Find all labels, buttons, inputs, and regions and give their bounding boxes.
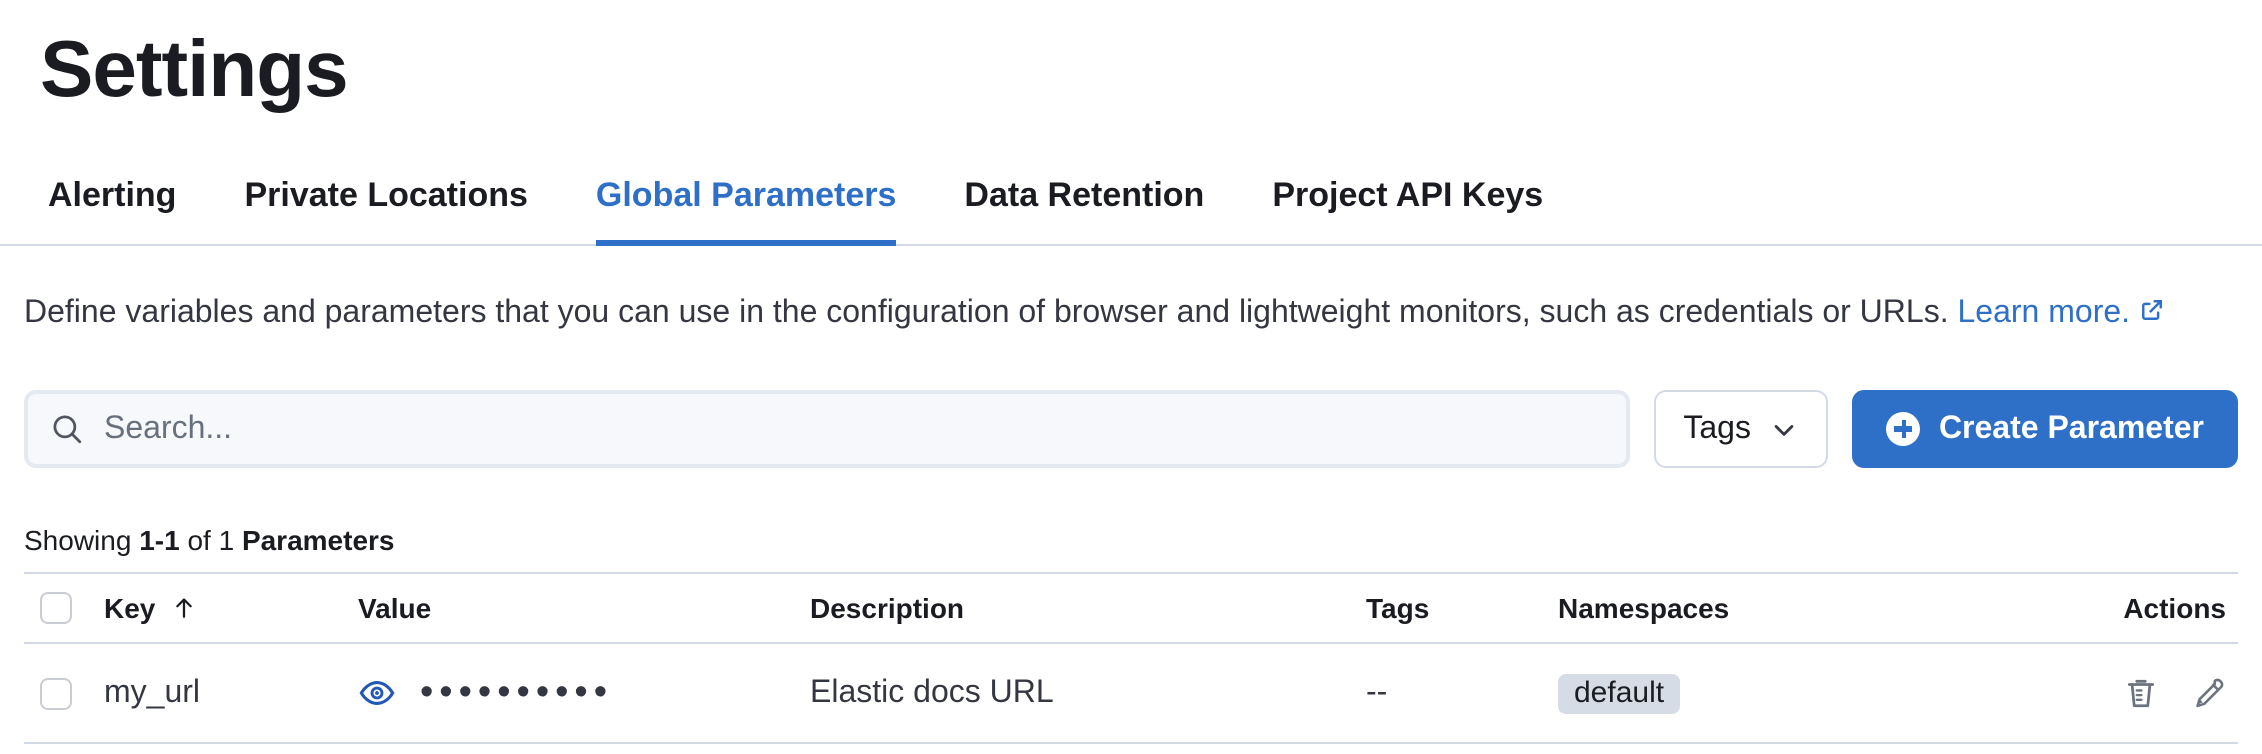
tab-alerting[interactable]: Alerting <box>48 176 177 214</box>
param-tags: -- <box>1366 675 1388 709</box>
delete-icon[interactable] <box>2124 676 2158 710</box>
masked-value: •••••••••• <box>420 672 614 714</box>
eye-icon[interactable] <box>358 674 396 712</box>
tab-project-api-keys[interactable]: Project API Keys <box>1272 176 1544 214</box>
page-header: Settings <box>0 0 2262 120</box>
page-title: Settings <box>40 26 349 114</box>
column-header-key[interactable]: Key <box>104 592 197 624</box>
search-input[interactable] <box>104 411 1604 447</box>
settings-tabs: Alerting Private Locations Global Parame… <box>0 164 2262 246</box>
summary-range: 1-1 <box>139 524 180 556</box>
search-box[interactable] <box>24 390 1630 468</box>
column-header-namespaces[interactable]: Namespaces <box>1558 592 1730 624</box>
tags-filter-label: Tags <box>1683 411 1751 445</box>
param-key: my_url <box>104 675 201 709</box>
search-icon <box>50 412 84 446</box>
parameters-table: Key Value Description Tags Namespaces Ac… <box>0 572 2262 744</box>
create-parameter-label: Create Parameter <box>1938 411 2204 445</box>
chevron-down-icon <box>1771 415 1799 443</box>
column-header-value[interactable]: Value <box>358 592 432 624</box>
namespace-badge: default <box>1558 673 1681 713</box>
tab-data-retention[interactable]: Data Retention <box>964 176 1205 214</box>
column-header-tags[interactable]: Tags <box>1366 592 1430 624</box>
tab-private-locations[interactable]: Private Locations <box>244 176 528 214</box>
column-header-actions: Actions <box>2123 592 2226 624</box>
row-checkbox[interactable] <box>40 677 72 709</box>
column-key-label: Key <box>104 592 156 624</box>
summary-middle: of 1 <box>187 524 235 556</box>
summary-entity: Parameters <box>241 524 395 556</box>
select-all-checkbox[interactable] <box>40 592 72 624</box>
external-link-icon <box>2138 296 2166 324</box>
param-description: Elastic docs URL <box>810 675 1054 709</box>
arrow-up-icon <box>169 594 197 622</box>
tags-filter-button[interactable]: Tags <box>1653 390 1829 468</box>
description-text: Define variables and parameters that you… <box>0 290 2220 338</box>
create-parameter-button[interactable]: Create Parameter <box>1852 390 2238 468</box>
plus-in-circle-icon <box>1886 412 1921 446</box>
summary-prefix: Showing <box>24 524 132 556</box>
tab-global-parameters[interactable]: Global Parameters <box>595 164 897 246</box>
description-body: Define variables and parameters that you… <box>24 296 1949 330</box>
table-header-row: Key Value Description Tags Namespaces Ac… <box>24 572 2238 644</box>
column-header-description[interactable]: Description <box>810 592 965 624</box>
learn-more-link[interactable]: Learn more. <box>1958 296 2167 330</box>
table-row: my_url •••••••••• Elastic docs URL -- de… <box>24 643 2238 744</box>
results-summary: Showing 1-1 of 1 Parameters <box>0 524 2262 556</box>
learn-more-label: Learn more. <box>1957 296 2131 330</box>
edit-icon[interactable] <box>2192 676 2226 710</box>
toolbar: Tags Create Parameter <box>0 390 2262 468</box>
